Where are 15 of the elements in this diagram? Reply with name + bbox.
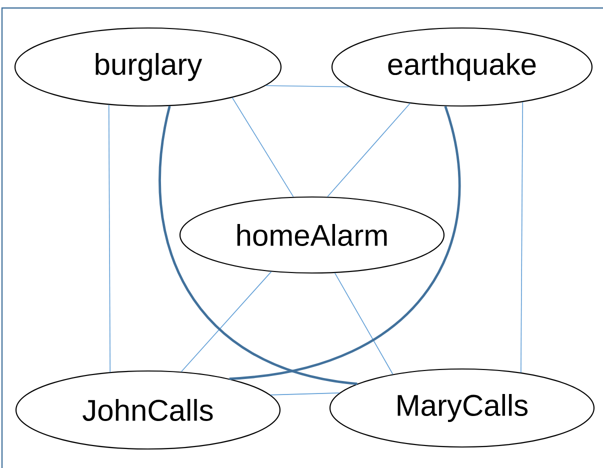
connector-line — [108, 104, 111, 372]
connector-line — [229, 106, 460, 380]
connector-line — [520, 102, 524, 373]
connector-line — [334, 272, 394, 375]
ellipse-node: earthquake — [331, 27, 593, 107]
ellipse-node: homeAlarm — [179, 196, 445, 274]
connector-line — [327, 102, 411, 198]
connector-line — [232, 97, 294, 198]
connector-line — [265, 85, 350, 88]
connector-line — [270, 392, 340, 396]
ellipse-node: JohnCalls — [15, 370, 281, 450]
ellipse-node: MaryCalls — [329, 368, 595, 448]
ellipse-node: burglary — [14, 27, 282, 107]
connector-line — [180, 271, 272, 372]
connector-line — [158, 106, 358, 385]
